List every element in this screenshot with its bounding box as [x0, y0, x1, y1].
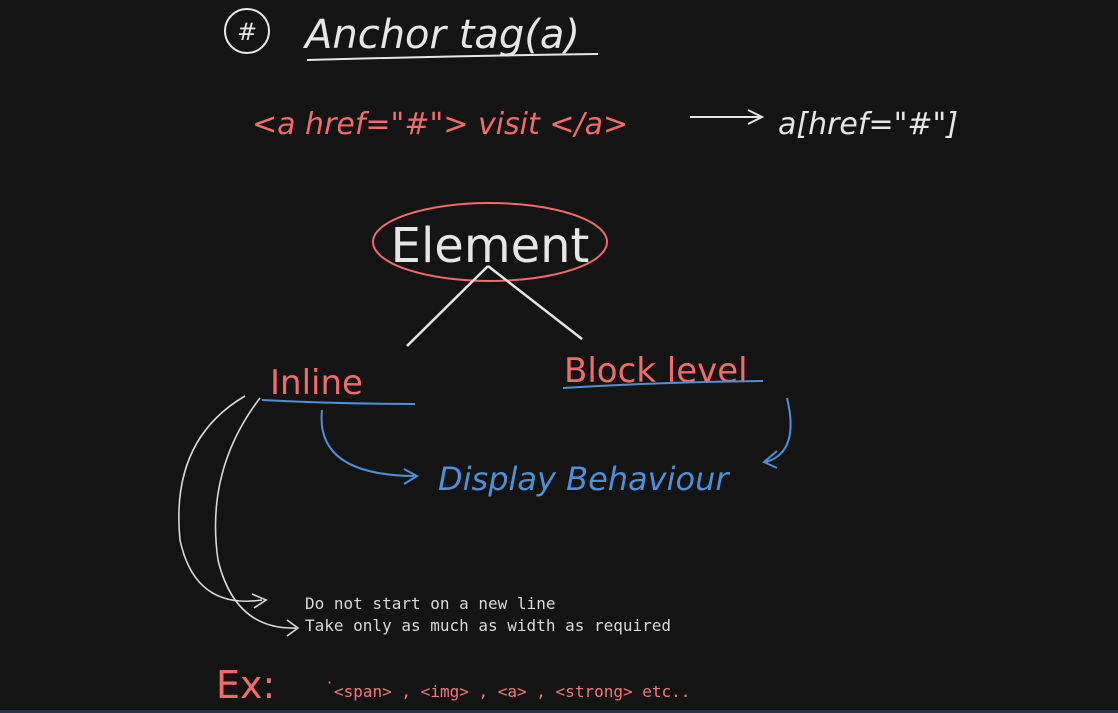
heading-number: #: [237, 18, 257, 46]
example-items: <span> , <img> , <a> , <strong> etc..: [334, 682, 691, 701]
anchor-html-syntax: <a href="#"> visit </a>: [252, 107, 628, 142]
arrow-icon: [690, 109, 765, 125]
inline-underline: [261, 399, 416, 405]
inline-to-note1-arrow: [178, 395, 268, 609]
heading-number-badge: #: [224, 8, 270, 54]
bottom-edge-bar: [0, 710, 1118, 713]
emmet-syntax: a[href="#"]: [778, 107, 958, 142]
inline-to-note2-arrow: [214, 397, 300, 637]
display-behaviour-label: Display Behaviour: [438, 460, 730, 498]
example-prefix: Ex:: [216, 663, 275, 707]
note-line-2: Take only as much as width as required: [305, 616, 672, 635]
note-line-1: Do not start on a new line: [305, 594, 556, 613]
block-level-label: Block level: [564, 351, 748, 391]
inline-to-display-arrow: [320, 409, 420, 485]
branch-line-left: [406, 265, 489, 347]
element-circle: [372, 202, 608, 282]
inline-label: Inline: [270, 363, 363, 403]
heading-title: Anchor tag(a): [302, 12, 580, 58]
element-label: Element: [391, 218, 590, 274]
branch-line-right: [487, 265, 583, 340]
heading-underline: [306, 53, 599, 61]
example-dot: ·: [327, 673, 332, 692]
block-level-underline: [562, 380, 764, 389]
block-to-display-arrow: [762, 397, 792, 469]
